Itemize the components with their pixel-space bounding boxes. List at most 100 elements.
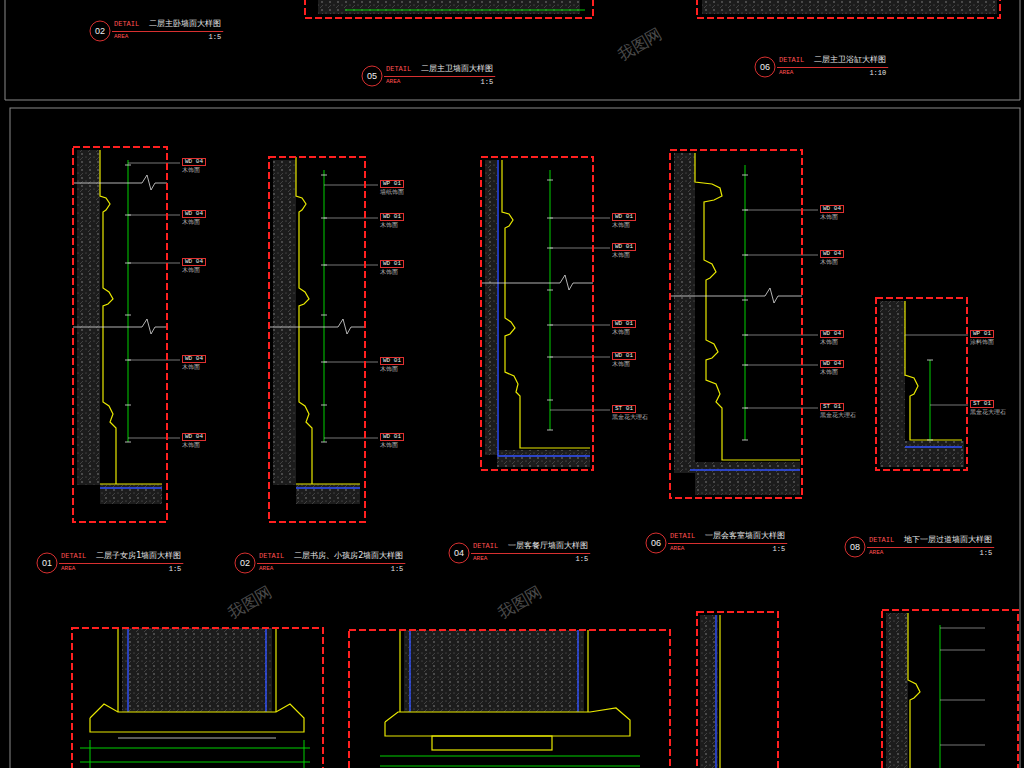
callout-number: 08 — [850, 543, 860, 552]
callout-number: 06 — [651, 539, 661, 548]
dimension-line — [940, 625, 941, 768]
leader-line — [745, 210, 818, 408]
wall-hatch — [404, 630, 584, 712]
moulding-profile — [695, 153, 800, 460]
floor-hatch — [100, 484, 162, 504]
wall-hatch — [700, 615, 718, 768]
detail-title: 二层书房、小孩房2墙面大样图 — [294, 552, 403, 560]
moulding-profile — [100, 150, 116, 484]
detail-title-block: 05DETAIL二层主卫墙面大样图AREA1:5 — [360, 62, 499, 92]
wall-hatch — [318, 0, 580, 14]
dimension-line — [550, 170, 551, 430]
moulding-profile — [905, 301, 962, 440]
material-note: 墙纸饰面 — [380, 189, 404, 195]
break-line — [269, 319, 365, 334]
material-code: ST 01 — [970, 400, 994, 408]
break-line — [481, 275, 593, 290]
moulding-profile — [908, 613, 920, 768]
detail-title: 二层主卧墙面大样图 — [149, 20, 221, 28]
material-note: 木饰面 — [820, 214, 838, 220]
detail-frame — [305, 0, 593, 18]
area-tag: AREA — [869, 550, 883, 556]
wall-detail — [882, 610, 1018, 768]
panel-line — [719, 615, 720, 768]
material-note: 木饰面 — [182, 364, 200, 370]
detail-title-block: 04DETAIL一层客餐厅墙面大样图AREA1:5 — [447, 539, 594, 569]
material-note: 木饰面 — [380, 442, 398, 448]
material-code: WD 04 — [820, 250, 844, 258]
break-line — [670, 288, 802, 303]
material-code: WD 04 — [182, 158, 206, 166]
scale-text: 1:5 — [169, 566, 182, 573]
material-code: WD 01 — [612, 320, 636, 328]
material-code: WD 04 — [182, 258, 206, 266]
floor-line — [100, 483, 162, 484]
area-tag: AREA — [779, 70, 793, 76]
material-note: 木饰面 — [182, 219, 200, 225]
detail-frame — [269, 157, 365, 522]
panel-line — [432, 736, 552, 750]
scale-text: 1:5 — [481, 79, 494, 86]
material-code: WD 01 — [612, 213, 636, 221]
leader-line — [905, 335, 968, 405]
detail-tag: DETAIL — [473, 543, 498, 550]
callout-circle — [90, 21, 110, 41]
detail-title-block: 02DETAIL二层书房、小孩房2墙面大样图AREA1:5 — [233, 549, 409, 579]
material-code: WP 01 — [380, 180, 404, 188]
wall-detail — [697, 612, 778, 768]
area-tag: AREA — [114, 34, 128, 40]
dimension-ticks — [742, 175, 748, 440]
material-note: 木饰面 — [182, 267, 200, 273]
watermark: 我图网 — [495, 584, 545, 622]
wall-detail — [481, 157, 610, 470]
callout-circle — [235, 553, 255, 573]
material-note: 黑金花大理石 — [970, 409, 1006, 415]
scale-text: 1:5 — [576, 556, 589, 563]
material-note: 木饰面 — [182, 167, 200, 173]
title-underline — [384, 76, 495, 77]
callout-circle — [755, 57, 775, 77]
material-code: WD 01 — [612, 243, 636, 251]
detail-frame — [697, 612, 778, 768]
scale-text: 1:5 — [773, 546, 786, 553]
base-line — [128, 628, 266, 712]
detail-title: 二层主卫墙面大样图 — [421, 65, 493, 73]
callout-circle — [449, 543, 469, 563]
material-code: WD 04 — [182, 433, 206, 441]
wall-hatch — [886, 613, 908, 768]
callout-circle — [362, 66, 382, 86]
detail-title-block: 01DETAIL二层子女房1墙面大样图AREA1:5 — [35, 549, 187, 579]
moulding-profile — [385, 708, 630, 736]
material-code: WD 01 — [380, 433, 404, 441]
dimension-line — [380, 756, 640, 766]
material-code: WD 01 — [380, 213, 404, 221]
detail-frame — [349, 630, 670, 768]
moulding-profile — [90, 704, 304, 732]
material-note: 木饰面 — [380, 269, 398, 275]
base-line — [410, 630, 578, 712]
material-code: WD 04 — [182, 210, 206, 218]
material-note: 木饰面 — [612, 329, 630, 335]
scale-text: 1:5 — [980, 550, 993, 557]
callout-number: 05 — [367, 72, 377, 81]
material-code: WD 01 — [380, 260, 404, 268]
material-note: 木饰面 — [380, 366, 398, 372]
material-code: WD 04 — [182, 355, 206, 363]
detail-tag: DETAIL — [779, 57, 804, 64]
material-note: 木饰面 — [820, 369, 838, 375]
detail-frame — [73, 147, 167, 522]
detail-tag: DETAIL — [61, 553, 86, 560]
wall-hatch — [702, 0, 997, 14]
detail-frame — [882, 610, 1018, 768]
watermark: 我图网 — [615, 26, 665, 64]
plan-detail — [72, 628, 323, 768]
base-line — [905, 446, 962, 447]
callout-number: 02 — [240, 559, 250, 568]
title-underline — [257, 563, 405, 564]
detail-title: 地下一层过道墙面大样图 — [904, 536, 992, 544]
material-code: WD 04 — [820, 205, 844, 213]
area-tag: AREA — [670, 546, 684, 552]
dimension-line — [324, 170, 325, 442]
title-underline — [471, 553, 590, 554]
